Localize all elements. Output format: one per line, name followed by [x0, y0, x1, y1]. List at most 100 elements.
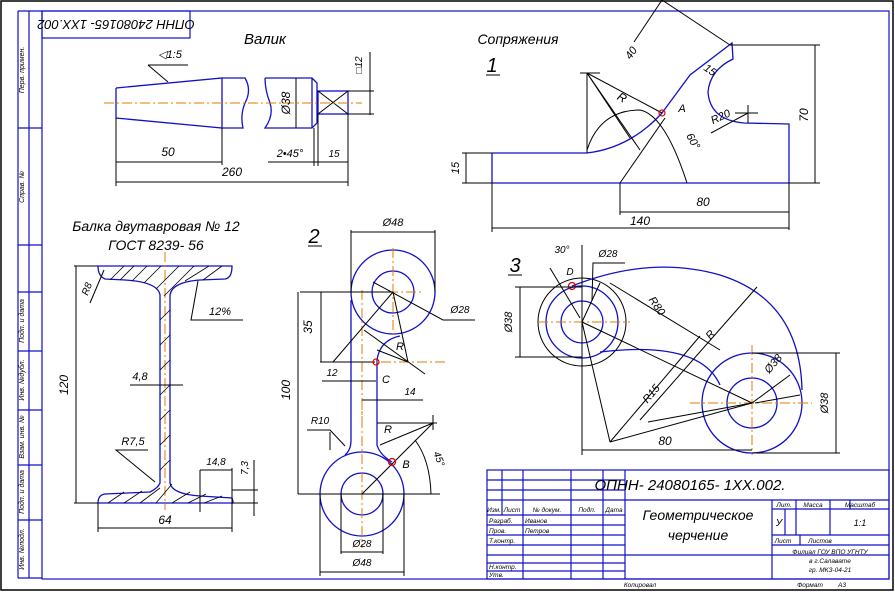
fig2-inner-d: Ø28 — [450, 305, 470, 316]
balka-dim-64: 64 — [158, 513, 172, 527]
fig2-R2: R — [384, 424, 392, 436]
fig3-dim-80: 80 — [658, 434, 672, 448]
balka-flange: 14,8 — [206, 457, 226, 468]
fig1-dim-15: 15 — [450, 161, 462, 174]
fig3-d28: Ø28 — [598, 249, 618, 260]
tb-sheets-label: Листов — [807, 538, 832, 545]
balka-R75: R7,5 — [121, 436, 145, 448]
fig2-bot-out: Ø48 — [352, 558, 372, 569]
sopr-title: Сопряжения — [477, 31, 559, 47]
stamp-label: Инв. №подл. — [18, 528, 26, 570]
fig2-dim-12: 12 — [326, 368, 338, 379]
doc-title-2: черчение — [668, 527, 729, 543]
tb-copied: Копировал — [624, 582, 657, 589]
balka-web: 4,8 — [132, 371, 148, 383]
doc-code: ОПНН- 24080165- 1ХХ.002. — [595, 477, 786, 494]
stamp-label: Перв. примен. — [19, 47, 26, 94]
tb-header: Изм. — [487, 507, 501, 514]
tb-scale-value: 1:1 — [854, 518, 867, 528]
fig2-dim-35: 35 — [301, 320, 315, 334]
fig1-dim-70: 70 — [797, 108, 811, 122]
fig2-number: 2 — [307, 226, 319, 248]
fig3-number: 3 — [509, 255, 520, 277]
tb-header: Дата — [604, 507, 623, 514]
tb-role: Т.контр. — [489, 538, 515, 545]
fig2-R: R — [396, 341, 404, 353]
title-block: ОПНН- 24080165- 1ХХ.002. Геометрическое … — [486, 469, 890, 589]
tb-org-1: Филиал ГОУ ВПО УГНТУ — [792, 549, 868, 556]
fig1-dim-80: 80 — [696, 195, 710, 209]
fig3-R15: R15 — [641, 382, 664, 406]
fig1-number: 1 — [486, 55, 497, 77]
balka-drawing: Балка двутавровая № 12 ГОСТ 8239- 56 — [57, 218, 258, 532]
tb-role: Утв. — [488, 572, 504, 579]
fig1-dim-140: 140 — [630, 214, 650, 228]
tb-name: Иванов — [525, 518, 548, 525]
fig2-bot-in: Ø28 — [352, 539, 372, 550]
fig1-R: R — [615, 89, 630, 106]
valik-drawing: Валик ◁1:5 Ø38 □12 50 260 — [104, 31, 374, 186]
balka-gost: ГОСТ 8239- 56 — [108, 237, 204, 253]
code-box-top — [41, 10, 191, 39]
valik-dim-15: 15 — [328, 149, 340, 160]
fig2-angle-45: 45° — [431, 450, 447, 468]
stamp-label: Подп. и дата — [18, 470, 26, 514]
inner-frame — [41, 10, 890, 580]
balka-t73: 7,3 — [240, 461, 251, 475]
fig1-drawing: Сопряжения 1 40 15 R A R20 60° 70 — [450, 0, 820, 232]
tb-lit-value: У — [775, 518, 784, 529]
valik-dim-260: 260 — [221, 165, 242, 179]
stamp-label: Взам. инв. № — [19, 415, 26, 459]
balka-slope: 12% — [209, 306, 231, 318]
tb-header: № докум. — [533, 506, 562, 514]
fig2-point-C: C — [382, 374, 390, 386]
code-mirrored: ОПНН 24080165- 1ХХ.002 — [36, 17, 194, 32]
fig3-R: R — [704, 328, 718, 342]
taper-label: ◁1:5 — [158, 49, 183, 61]
valik-dim-50: 50 — [161, 145, 175, 159]
fig2-dim-14: 14 — [404, 387, 416, 398]
fig3-point-D: D — [566, 267, 573, 278]
tb-mass-label: Масса — [803, 502, 823, 509]
valik-square: □12 — [354, 56, 365, 74]
tb-header: Подп. — [578, 506, 595, 514]
stamp-label: Подп. и дата — [18, 299, 26, 343]
valik-dia: Ø38 — [279, 91, 293, 115]
fig1-dim-40: 40 — [623, 44, 640, 62]
fig2-drawing: 2 Ø48 Ø28 35 R — [279, 217, 475, 576]
tb-header: Лист — [503, 507, 521, 514]
tb-role: Пров. — [489, 528, 506, 535]
doc-title-1: Геометрическое — [643, 507, 754, 523]
tb-scale-label: Масштаб — [845, 501, 876, 509]
fig1-point-A: A — [677, 103, 685, 115]
fig3-dR: Ø38 — [819, 392, 831, 415]
tb-lit-label: Лит. — [775, 502, 791, 509]
fig2-R10: R10 — [311, 416, 330, 427]
tb-role: Разраб. — [489, 517, 513, 525]
fig1-R20: R20 — [709, 107, 733, 127]
tb-org-3: гр. МКЗ-04-21 — [809, 567, 852, 574]
fig2-dim-100: 100 — [279, 380, 293, 400]
tb-role: Н.контр. — [489, 564, 517, 571]
tb-format-value: А3 — [837, 582, 846, 589]
tb-sheet-label: Лист — [774, 538, 792, 545]
fig3-d38: Ø38 — [503, 311, 515, 334]
tb-name: Петров — [525, 528, 550, 535]
fig3-angle-30: 30° — [554, 245, 569, 256]
fig2-point-B: B — [402, 459, 409, 471]
fig1-angle-60: 60° — [683, 131, 702, 152]
tb-format-label: Формат — [797, 582, 823, 589]
tb-org-2: в г.Салавате — [809, 558, 851, 565]
stamp-label: Справ. № — [19, 171, 26, 203]
fig3-drawing: 3 R80 R R15 30° D Ø28 — [503, 245, 840, 455]
valik-chamfer: 2•45° — [276, 148, 304, 160]
balka-R8: R8 — [80, 281, 95, 297]
stamp-label: Инв. №дубл. — [18, 359, 26, 400]
balka-dim-120: 120 — [57, 375, 71, 395]
side-stamp: Перв. примен. Справ. № Подп. и дата Инв.… — [17, 10, 42, 579]
fig2-top-d: Ø48 — [382, 217, 405, 229]
balka-title: Балка двутавровая № 12 — [72, 218, 240, 234]
valik-title: Валик — [244, 31, 287, 48]
